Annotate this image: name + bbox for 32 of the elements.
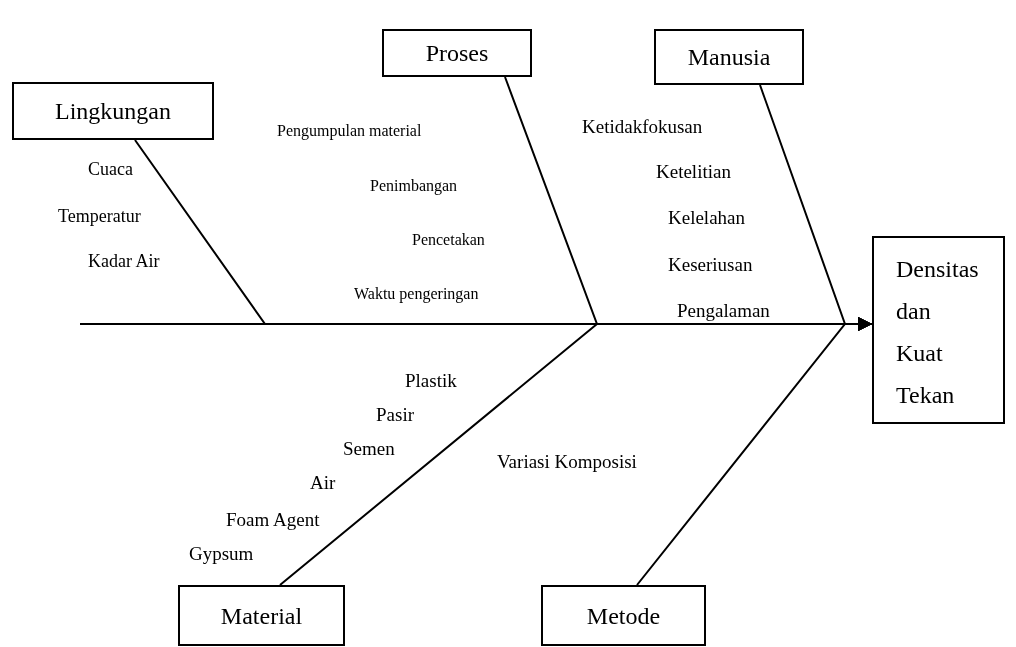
cause-label: Temperatur xyxy=(58,205,141,228)
cause-label: Air xyxy=(310,470,336,495)
cause-label: Foam Agent xyxy=(226,507,320,532)
cause-label: Waktu pengeringan xyxy=(354,283,479,304)
cause-label: Pengalaman xyxy=(677,298,770,323)
category-label: Lingkungan xyxy=(55,97,171,126)
category-label: Material xyxy=(220,601,303,631)
category-label: Densitas dan Kuat Tekan xyxy=(896,255,979,410)
cause-label: Pencetakan xyxy=(412,229,485,250)
category-box xyxy=(654,29,804,85)
category-box xyxy=(178,585,345,646)
cause-label: Gypsum xyxy=(189,541,254,566)
cause-label: Variasi Komposisi xyxy=(497,449,637,474)
cause-label: Ketidakfokusan xyxy=(582,114,703,139)
category-box xyxy=(541,585,706,646)
cause-label: Kadar Air xyxy=(88,250,160,273)
cause-label: Penimbangan xyxy=(370,175,458,196)
cause-label: Ketelitian xyxy=(656,159,731,184)
cause-label: Keseriusan xyxy=(668,252,753,277)
category-label: Manusia xyxy=(687,43,771,72)
fishbone-line xyxy=(636,317,873,586)
cause-label: Semen xyxy=(343,436,395,461)
category-box xyxy=(872,236,1005,424)
cause-label: Cuaca xyxy=(88,158,133,181)
cause-label: Pengumpulan material xyxy=(277,120,422,141)
category-label: Proses xyxy=(425,39,489,68)
category-box xyxy=(382,29,532,77)
cause-label: Plastik xyxy=(405,368,457,393)
category-box xyxy=(12,82,214,140)
cause-label: Pasir xyxy=(376,402,414,427)
category-label: Metode xyxy=(586,601,661,631)
cause-label: Kelelahan xyxy=(668,205,745,230)
